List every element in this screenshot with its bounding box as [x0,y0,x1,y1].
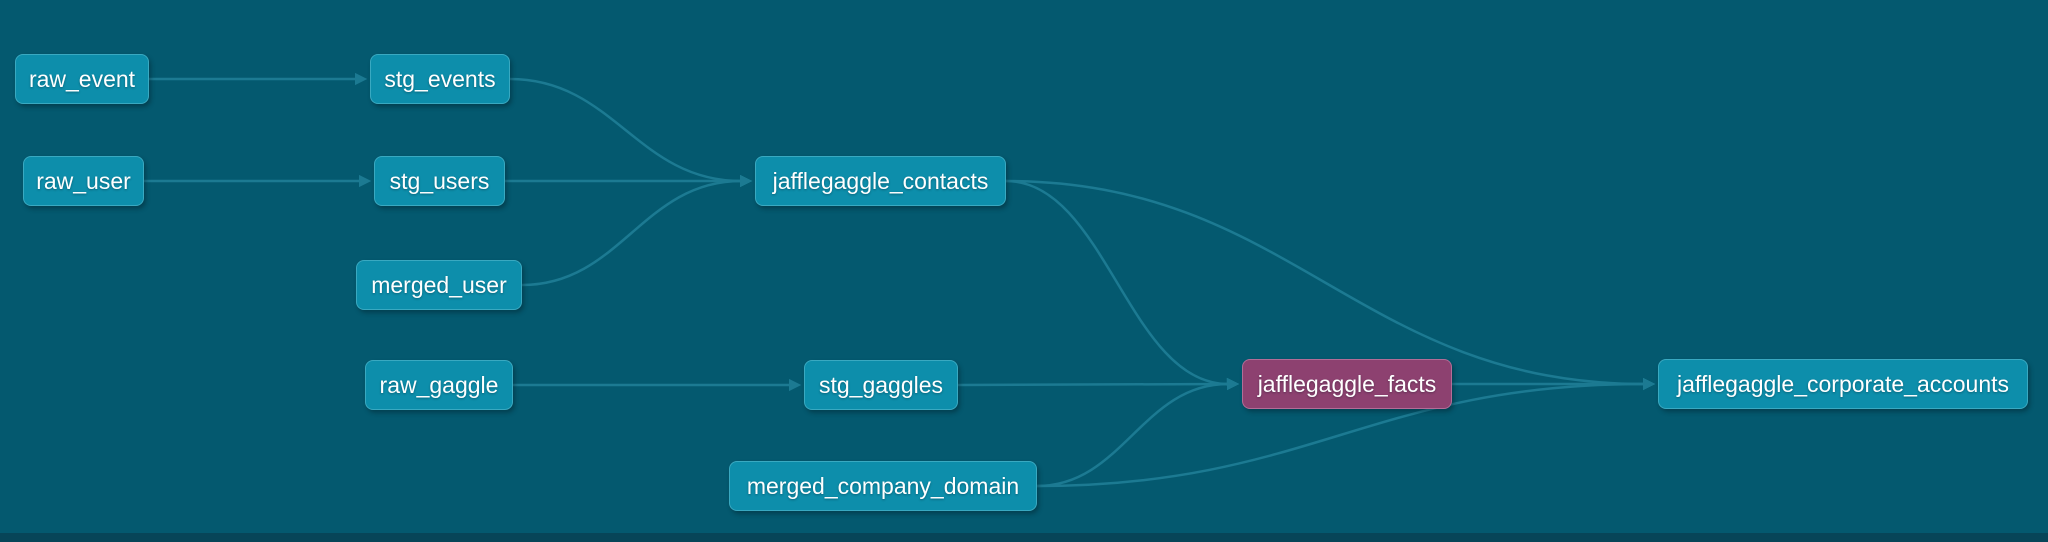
node-raw_event[interactable]: raw_event [15,54,149,104]
canvas-bottom-bar [0,533,2048,542]
node-jafflegaggle_contacts[interactable]: jafflegaggle_contacts [755,156,1006,206]
edge-stg_events-jafflegaggle_contacts [509,77,753,188]
node-stg_events[interactable]: stg_events [370,54,510,104]
node-stg_users[interactable]: stg_users [374,156,505,206]
node-jafflegaggle_facts[interactable]: jafflegaggle_facts [1242,359,1452,409]
edge-merged_user-jafflegaggle_contacts [521,174,753,287]
edge-merged_company_domain-jafflegaggle_corporate_accounts [1036,377,1656,488]
node-jafflegaggle_corporate_accounts[interactable]: jafflegaggle_corporate_accounts [1658,359,2028,409]
edge-jafflegaggle_contacts-jafflegaggle_facts [1005,179,1240,391]
node-raw_user[interactable]: raw_user [23,156,144,206]
edge-jafflegaggle_contacts-jafflegaggle_corporate_accounts [1005,179,1656,391]
edge-merged_company_domain-jafflegaggle_facts [1036,377,1240,488]
edge-stg_gaggles-jafflegaggle_facts [957,377,1240,391]
node-raw_gaggle[interactable]: raw_gaggle [365,360,513,410]
node-stg_gaggles[interactable]: stg_gaggles [804,360,958,410]
node-merged_user[interactable]: merged_user [356,260,522,310]
node-merged_company_domain[interactable]: merged_company_domain [729,461,1037,511]
